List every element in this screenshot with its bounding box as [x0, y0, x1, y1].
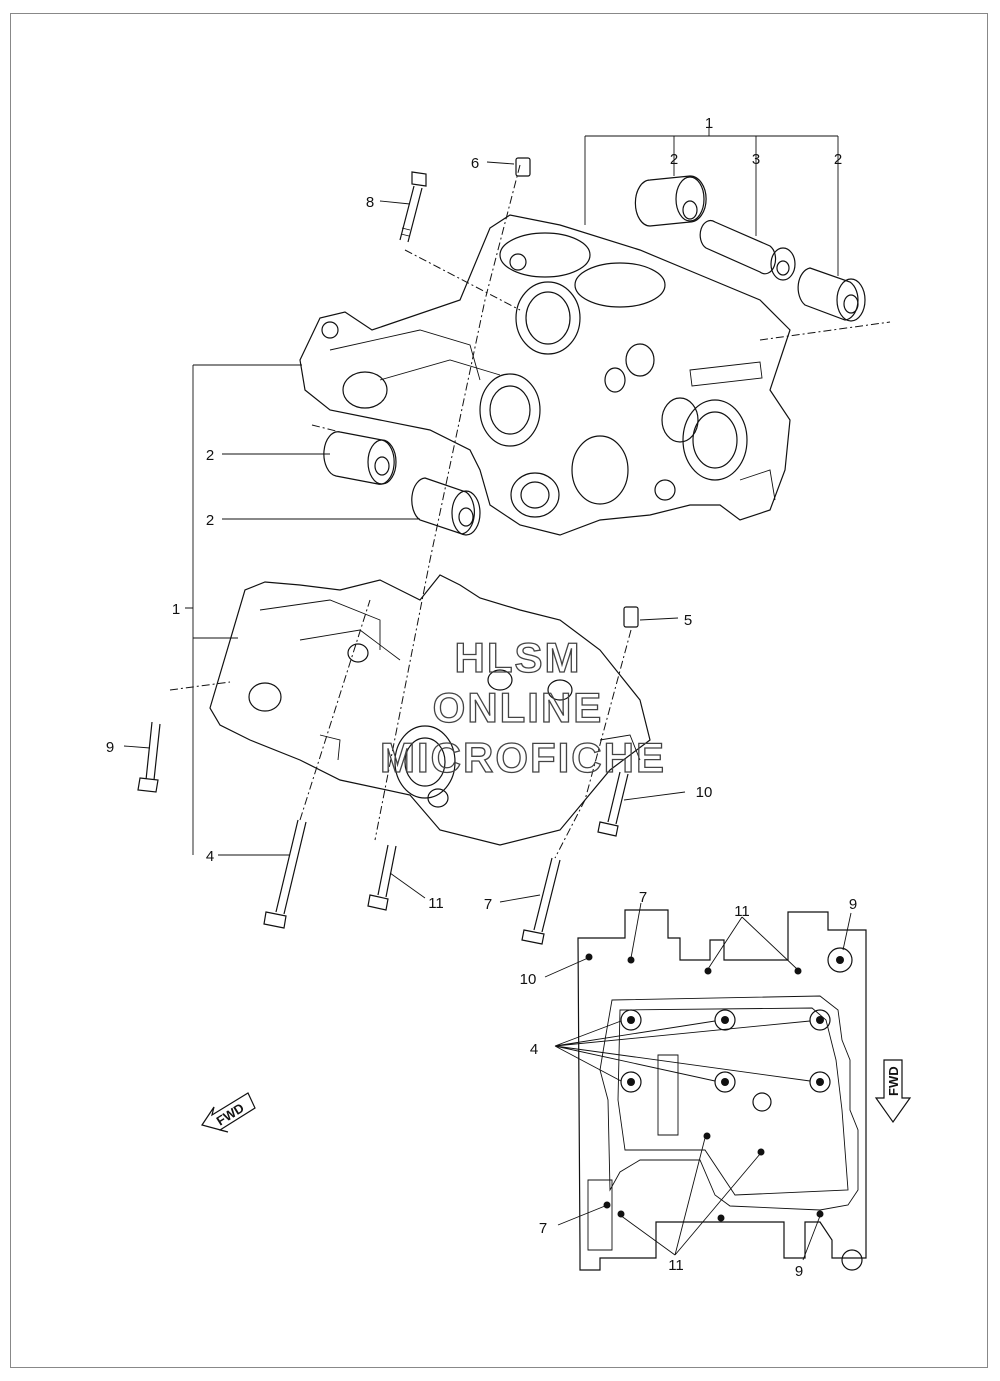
- bushings-left: [323, 431, 481, 536]
- callout-8: 8: [366, 194, 374, 211]
- callout-inset-11-bottom: 11: [668, 1257, 684, 1274]
- bushings-top: [634, 175, 866, 322]
- callout-labels: 1 2 3 2 6 8 2 2 1 5 9 10 4 11 7 7 11 9 1…: [106, 115, 857, 1280]
- callout-9-left: 9: [106, 739, 114, 756]
- bolt-7: [521, 857, 561, 945]
- callout-5: 5: [684, 612, 692, 629]
- bolt-4: [263, 819, 307, 929]
- watermark-line1: HLSM: [455, 634, 582, 681]
- callout-6: 6: [471, 155, 479, 172]
- callout-inset-10: 10: [520, 971, 537, 988]
- diagram-frame: [10, 13, 988, 1368]
- alignment-lines: [169, 164, 891, 859]
- fwd-label-inset: FWD: [886, 1066, 901, 1096]
- bolt-10: [597, 771, 629, 837]
- callout-3: 3: [752, 151, 760, 168]
- callout-11-left: 11: [428, 895, 444, 912]
- callout-1-left: 1: [172, 601, 180, 618]
- leader-lines: [123, 128, 839, 903]
- bolt-9: [137, 721, 161, 793]
- callout-inset-7-top: 7: [639, 889, 647, 906]
- callout-inset-4: 4: [530, 1041, 538, 1058]
- bolt-8: [399, 171, 427, 243]
- watermark-line2: ONLINE: [433, 684, 604, 731]
- dowel-pin-6: [515, 157, 531, 177]
- callout-7-left: 7: [484, 896, 492, 913]
- callout-2-left-a: 2: [206, 447, 214, 464]
- upper-crankcase: [299, 214, 791, 536]
- watermark-line3: MICROFICHE: [380, 734, 666, 781]
- fwd-arrow-down-icon: FWD: [874, 1059, 912, 1124]
- callout-inset-9-top: 9: [849, 896, 857, 913]
- callout-2-left-b: 2: [206, 512, 214, 529]
- callout-inset-9-bottom: 9: [795, 1263, 803, 1280]
- lower-crankcase: [209, 574, 651, 846]
- watermark: HLSM ONLINE MICROFICHE: [379, 633, 666, 781]
- callout-2-top-left: 2: [670, 151, 678, 168]
- callout-4-left: 4: [206, 848, 214, 865]
- callout-1-top: 1: [705, 115, 713, 132]
- dowel-pin-5: [623, 606, 639, 628]
- callout-2-top-right: 2: [834, 151, 842, 168]
- callout-10: 10: [696, 784, 713, 801]
- callout-inset-11-top: 11: [734, 903, 750, 920]
- callout-inset-7-bottom: 7: [539, 1220, 547, 1237]
- inset-plan-view: [544, 902, 867, 1271]
- fwd-arrow-icon: FWD: [201, 1092, 256, 1133]
- bolt-11: [367, 844, 397, 911]
